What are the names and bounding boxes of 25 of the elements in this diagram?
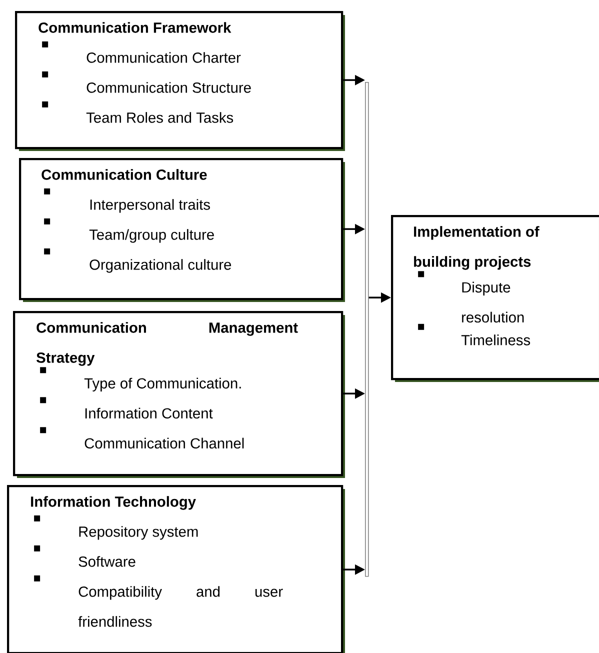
- text-box: [7, 485, 345, 653]
- list-item: Timeliness: [461, 334, 530, 346]
- heading: Communication Management Strategy: [36, 322, 298, 366]
- list-item: Interpersonal traits: [90, 199, 210, 213]
- heading: Communication Culture: [42, 169, 207, 180]
- text-box: [391, 215, 599, 382]
- list-item: Compatibility and user friendliness: [78, 586, 283, 627]
- list-item: Communication Structure: [86, 82, 251, 93]
- list-item: Information Content: [85, 408, 213, 419]
- heading: Implementation of building projects: [414, 226, 540, 270]
- text-box: [13, 311, 345, 478]
- list-item: Repository system: [79, 526, 198, 540]
- connector-bar: [365, 82, 369, 577]
- list-item: Team/group culture: [89, 229, 214, 243]
- text-box: [19, 158, 345, 302]
- heading: Communication Framework: [38, 22, 232, 33]
- list-item: Team Roles and Tasks: [86, 112, 234, 123]
- list-item: Communication Charter: [86, 52, 241, 63]
- list-item: Software: [78, 556, 136, 567]
- list-item: Dispute resolution: [462, 282, 524, 323]
- list-item: Communication Channel: [84, 438, 244, 449]
- text-box: [15, 11, 345, 151]
- list-item: Organizational culture: [90, 259, 232, 273]
- list-item: Type of Communication.: [84, 378, 241, 392]
- heading: Information Technology: [31, 496, 196, 510]
